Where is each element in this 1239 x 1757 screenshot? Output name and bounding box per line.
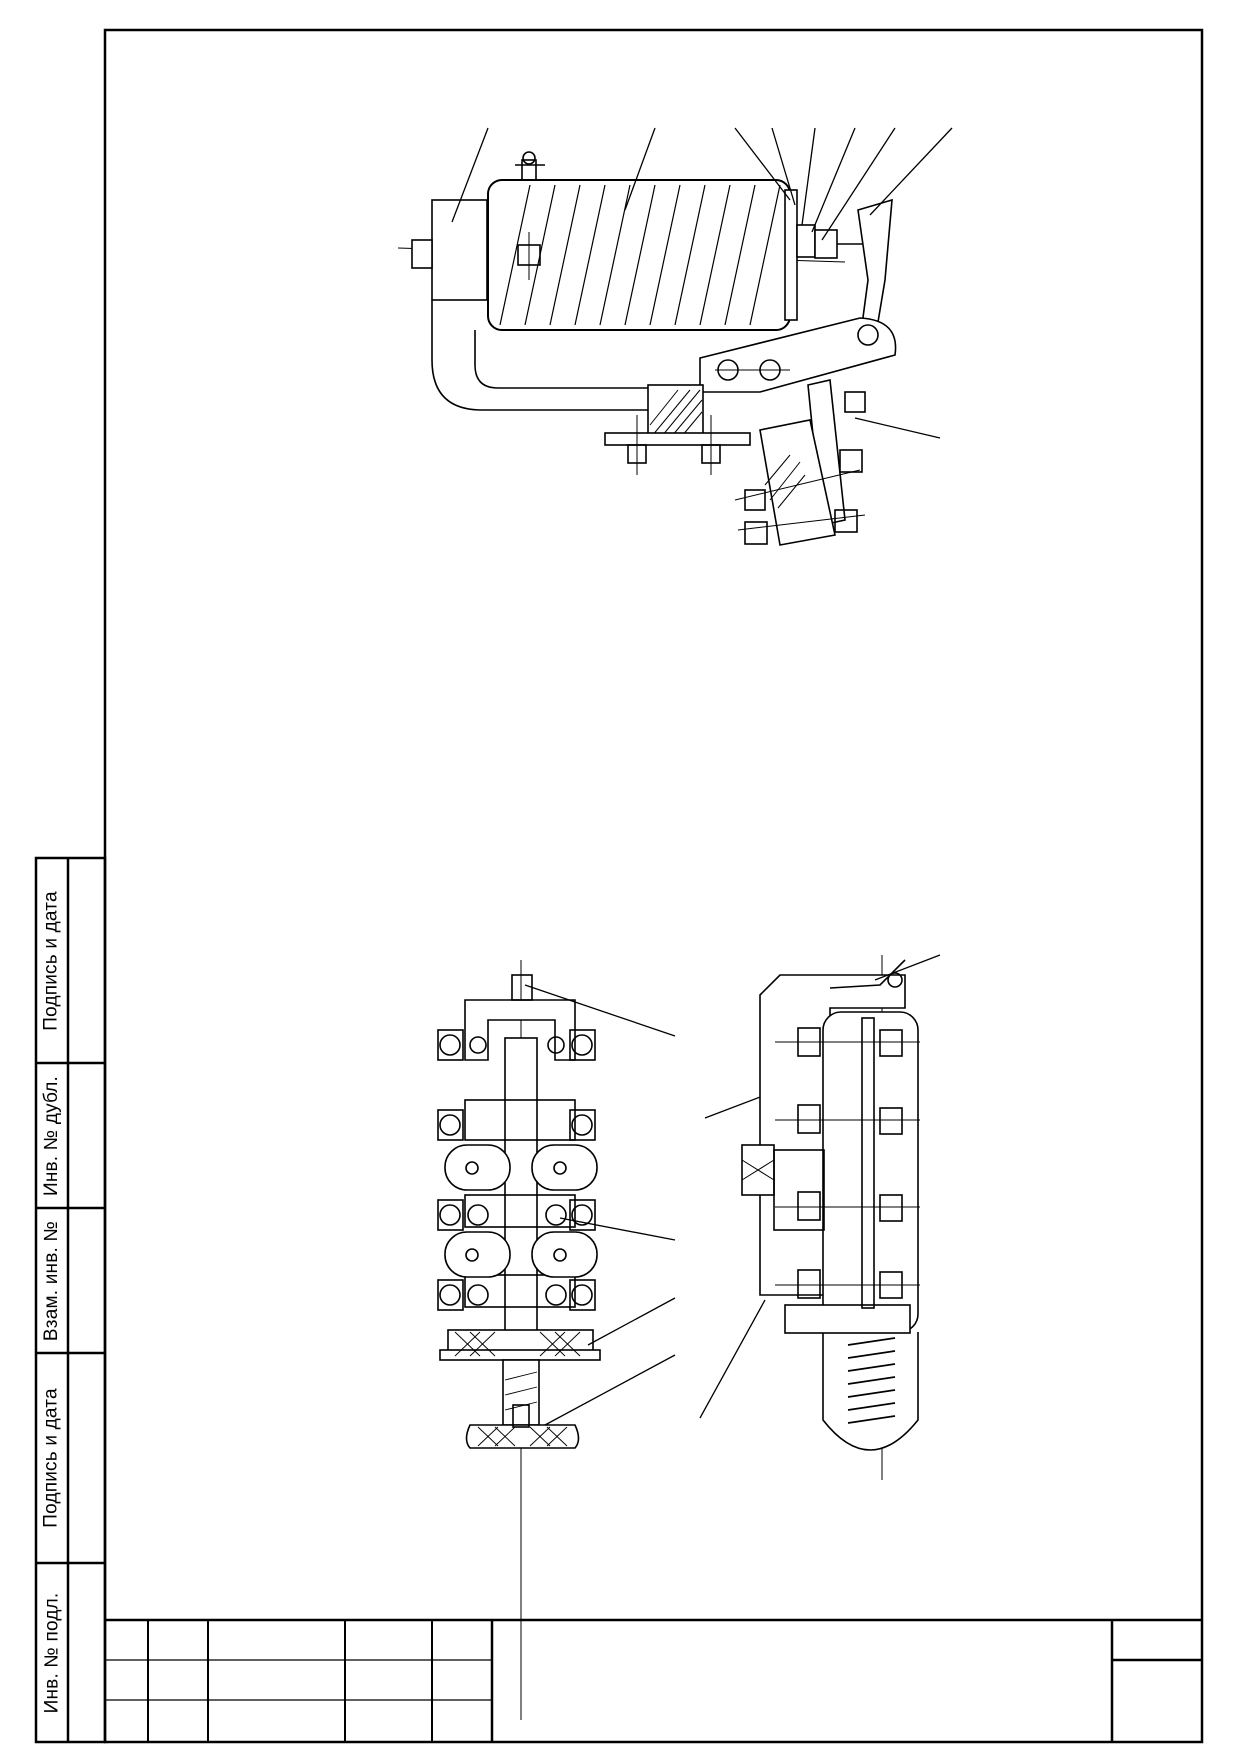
stamp-label-signature-date-1: Подпись и дата — [41, 890, 62, 1031]
relay-drawing — [397, 151, 897, 546]
title-block — [105, 1618, 1202, 1742]
terminal-screws — [437, 1029, 596, 1311]
contact-block-front-leader-lines — [524, 984, 806, 1426]
stamp-label-duplicate-inv: Инв. № дубл. — [41, 1075, 62, 1196]
stamp-cell-original-inv: Инв. № подл. — [36, 1563, 68, 1742]
coil-winding-hatch — [499, 184, 781, 326]
stamp-cell-duplicate-inv: Инв. № дубл. — [36, 1063, 68, 1208]
side-contacts — [775, 1027, 920, 1299]
stamp-cell-signature-date-1: Подпись и дата — [36, 858, 68, 1063]
stamp-label-replaced-inv: Взам. инв. № — [41, 1220, 62, 1341]
relay-leader-lines — [451, 127, 953, 439]
contact-block-front-drawing — [437, 960, 601, 1720]
stamp-label-signature-date-2: Подпись и дата — [41, 1388, 62, 1528]
return-spring — [847, 1337, 896, 1424]
stamp-cell-signature-date-2: Подпись и дата — [36, 1353, 68, 1563]
stamp-label-original-inv: Инв. № подл. — [41, 1592, 63, 1713]
side-stamp-frame — [34, 856, 107, 1744]
contact-block-side-drawing — [741, 955, 920, 1480]
stamp-cell-replaced-inv: Взам. инв. № — [36, 1208, 68, 1353]
contact-block-side-leader-lines — [699, 954, 941, 1419]
